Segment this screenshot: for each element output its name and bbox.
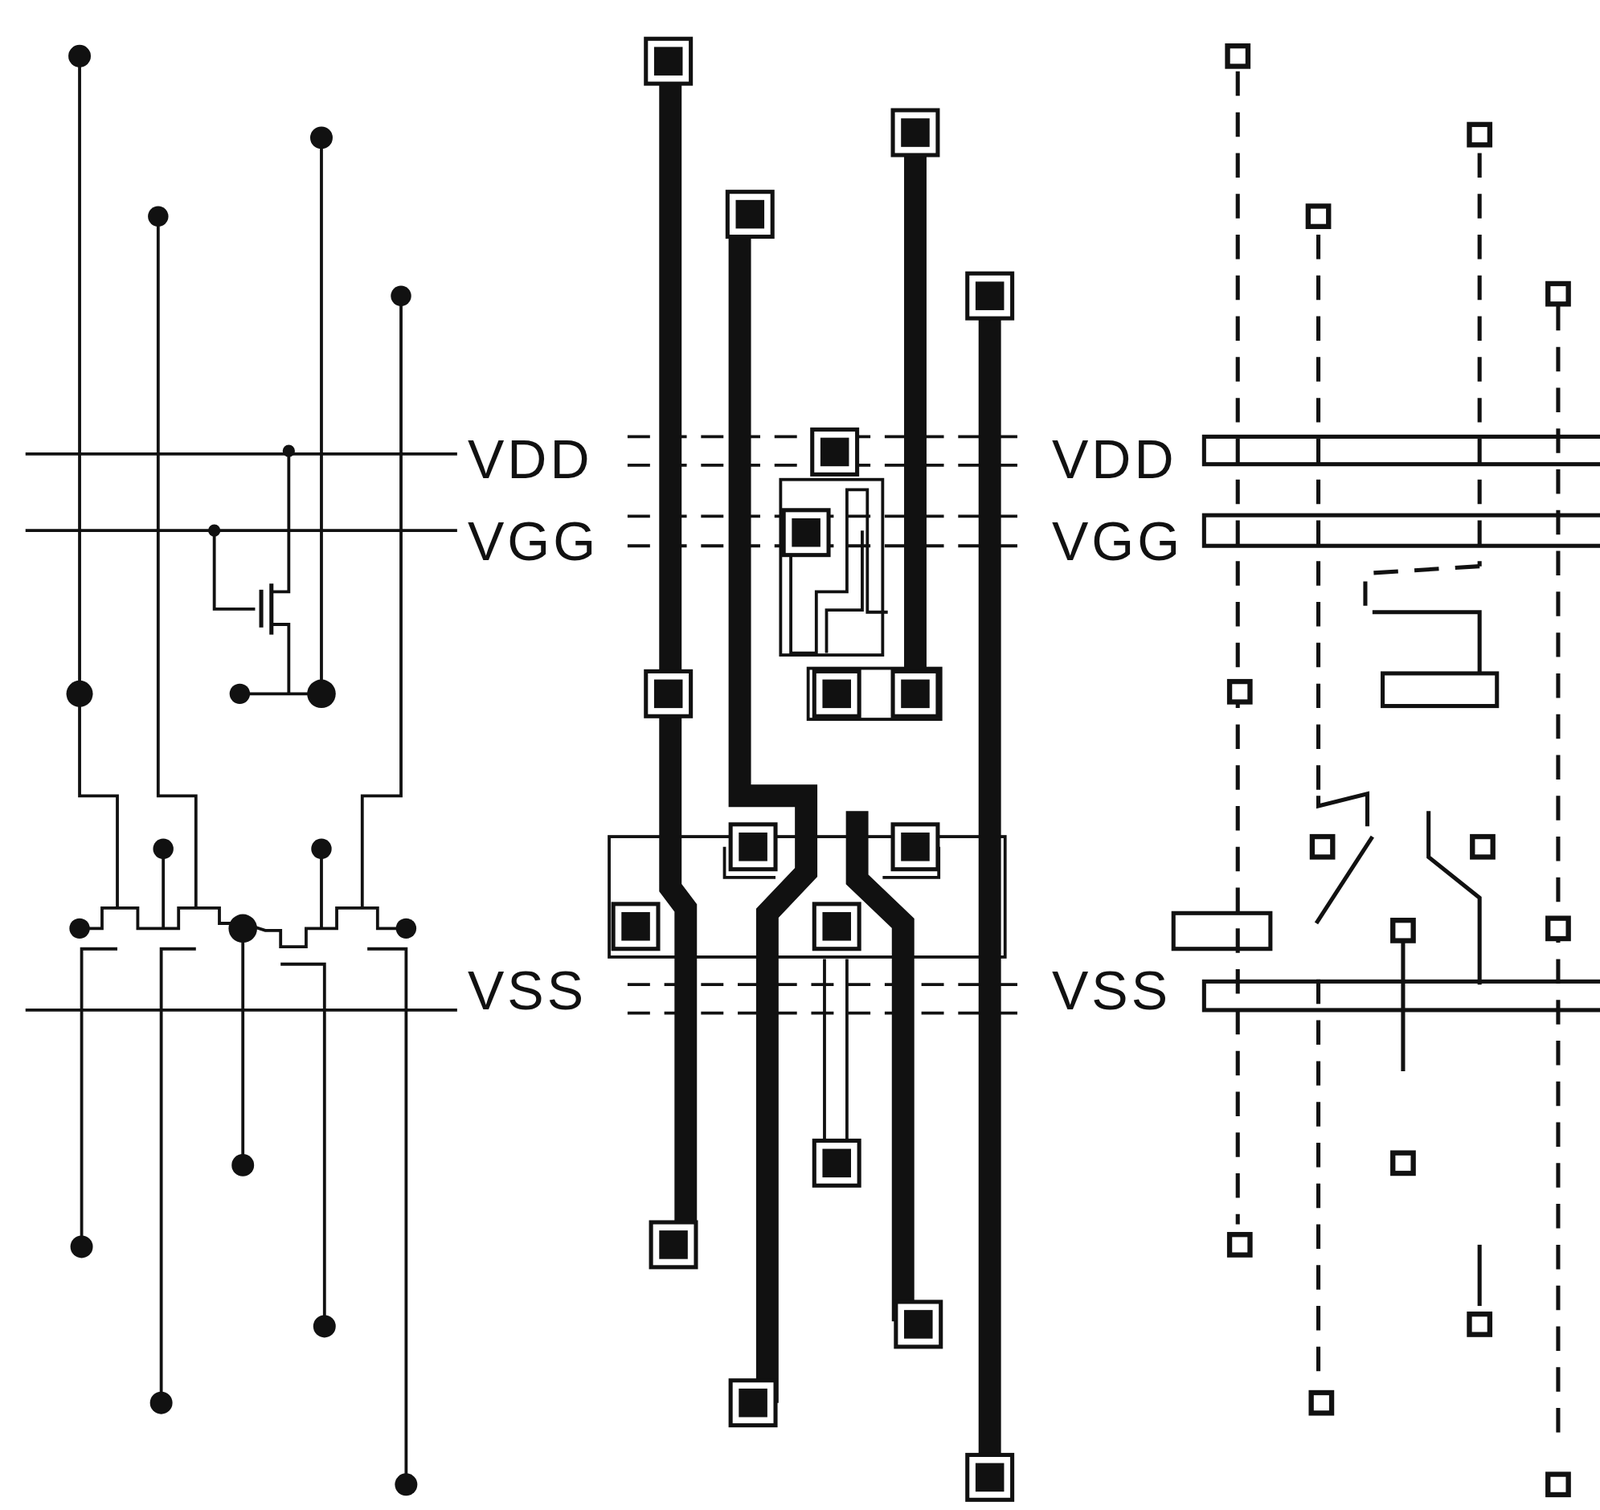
bus-label: VSS — [464, 962, 590, 1018]
contact-pads — [613, 38, 1012, 1500]
schematic — [25, 56, 458, 1485]
terminals — [66, 45, 418, 1496]
bus-label: VSS — [1048, 962, 1175, 1018]
metal-traces — [670, 61, 990, 1480]
stick-contacts — [1227, 45, 1569, 1495]
stick-lines — [1237, 71, 1559, 1449]
bus-label: VDD — [1048, 431, 1181, 487]
bus-label: VGG — [464, 513, 602, 569]
bus-label: VDD — [464, 431, 597, 487]
bus-label: VGG — [1048, 513, 1187, 569]
